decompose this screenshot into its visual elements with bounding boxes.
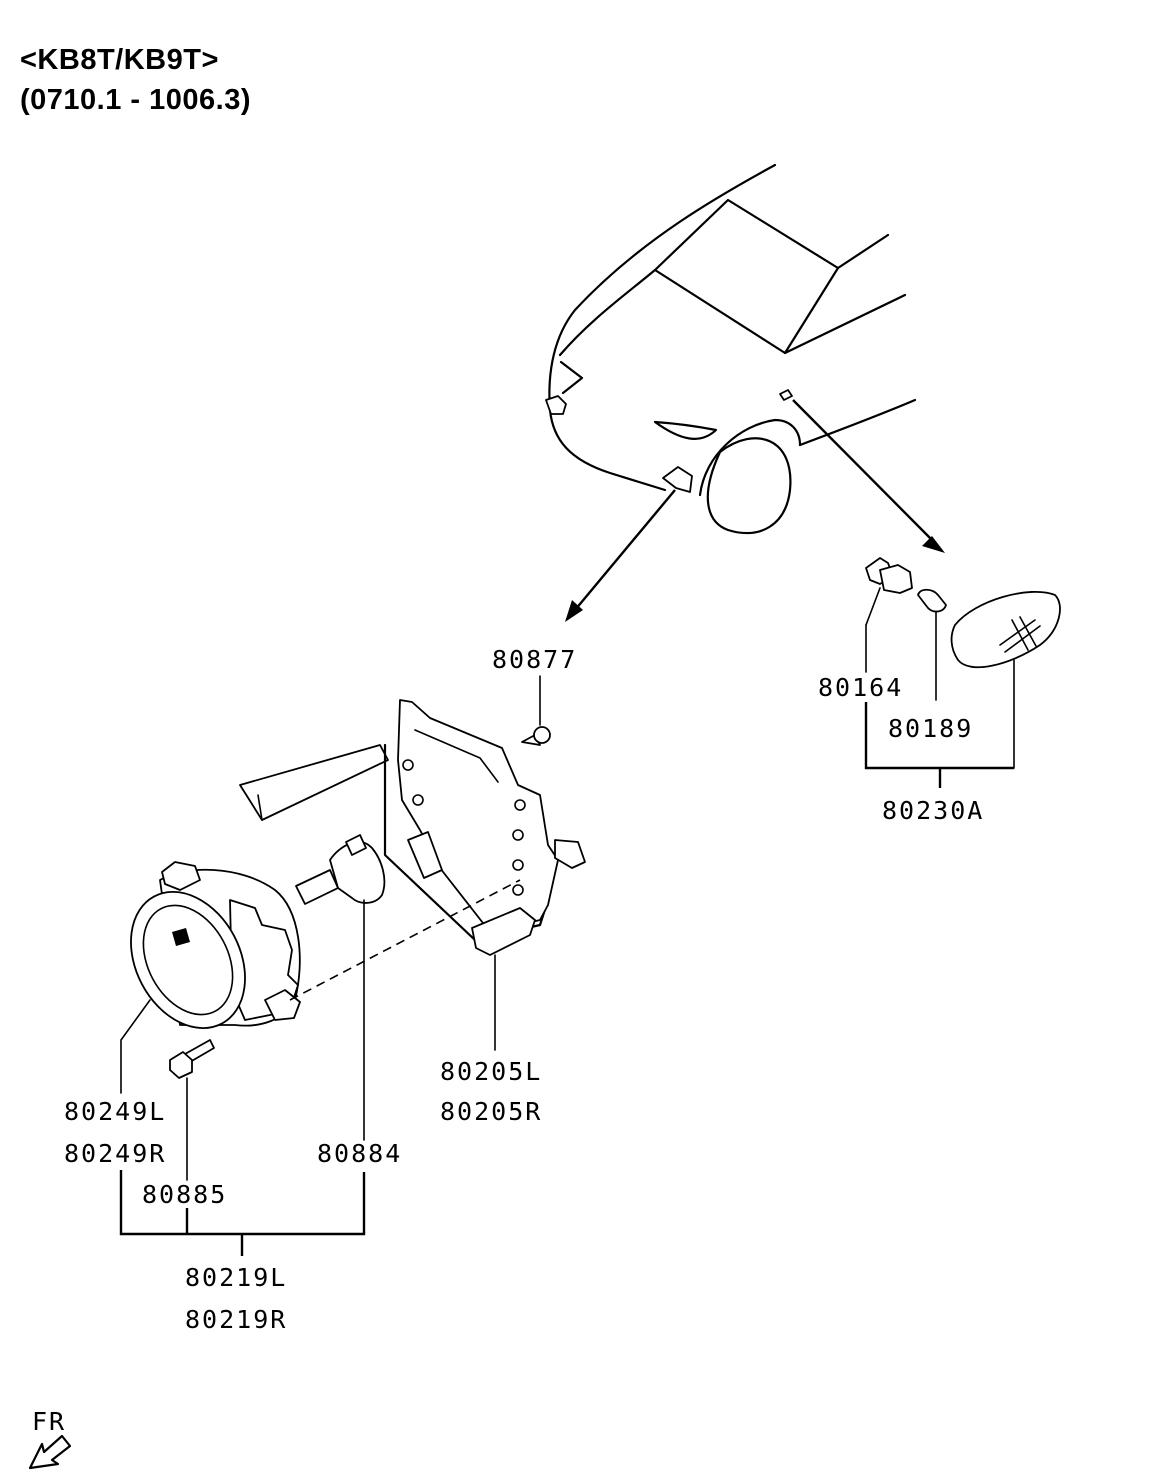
part-label-80877: 80877	[492, 645, 577, 674]
side-marker-socket	[865, 557, 913, 594]
vehicle-front-outline	[545, 163, 917, 535]
fog-lamp-bracket	[239, 699, 586, 956]
tapping-screw	[521, 726, 551, 746]
locator-arrow-fog-lamp	[565, 489, 676, 622]
model-code-title: <KB8T/KB9T>	[20, 44, 219, 76]
locator-arrow-side-marker	[792, 399, 945, 553]
part-label-80219L: 80219L	[185, 1263, 287, 1292]
fog-lamp-unit	[130, 861, 301, 1029]
part-label-80249L: 80249L	[64, 1097, 166, 1126]
part-label-80885: 80885	[142, 1180, 227, 1209]
part-label-80249R: 80249R	[64, 1139, 166, 1168]
front-direction-arrow-icon	[28, 1434, 72, 1470]
part-label-80205R: 80205R	[440, 1097, 542, 1126]
mounting-bolt	[169, 1039, 215, 1079]
front-direction-label: FR	[32, 1407, 66, 1436]
part-label-80164: 80164	[818, 673, 903, 702]
part-label-80230A: 80230A	[882, 796, 984, 825]
side-marker-bulb	[917, 588, 947, 613]
part-label-80189: 80189	[888, 714, 973, 743]
production-period: (0710.1 - 1006.3)	[20, 84, 251, 116]
part-label-80205L: 80205L	[440, 1057, 542, 1086]
side-marker-lens	[950, 591, 1061, 669]
part-label-80884: 80884	[317, 1139, 402, 1168]
part-label-80219R: 80219R	[185, 1305, 287, 1334]
fog-lamp-bulb	[295, 834, 386, 905]
